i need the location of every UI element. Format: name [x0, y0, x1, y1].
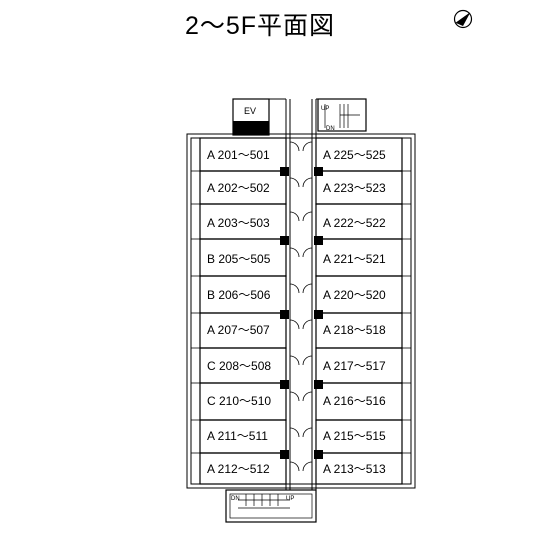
stairs-bottom-dn: DN: [231, 496, 240, 502]
unit-label: C 210～510: [207, 394, 271, 408]
unit-label: A 216～516: [323, 394, 386, 408]
unit-label: A 201～501: [207, 148, 270, 162]
right-units: A 225～525 A 223～523 A 222～522 A 221～521 …: [315, 137, 403, 485]
corridor: [269, 98, 318, 490]
unit-label: B 206～506: [207, 288, 271, 302]
unit-box: [315, 452, 403, 485]
stairs-bottom: DN UP: [225, 489, 317, 523]
unit-label: A 203～503: [207, 216, 270, 230]
unit-label: A 202～502: [207, 181, 270, 195]
unit-box: [199, 452, 287, 485]
unit-label: A 222～522: [323, 216, 386, 230]
unit-label: B 205～505: [207, 252, 271, 266]
door-swings: [289, 141, 313, 472]
left-units: A 201～501 A 202～502 A 203～503 B 205～505 …: [199, 137, 287, 485]
stairs-top: UP DN: [317, 98, 367, 132]
unit-label: A 218～518: [323, 323, 386, 337]
unit-label: A 215～515: [323, 429, 386, 443]
stairs-bottom-up: UP: [286, 496, 294, 502]
unit-label: A 221～521: [323, 252, 386, 266]
unit-label: A 220～520: [323, 288, 386, 302]
elevator-label: EV: [244, 106, 256, 116]
unit-label: A 225～525: [323, 148, 386, 162]
elevator-core: EV: [232, 98, 270, 136]
unit-label: A 213～513: [323, 462, 386, 476]
north-compass-icon: [453, 9, 473, 29]
balcony-lines: [191, 170, 411, 454]
stairs-top-dn: DN: [326, 126, 335, 132]
unit-label: A 207～507: [207, 323, 270, 337]
page-title: 2～5F平面図: [0, 6, 560, 42]
page-title-text: 2～5F平面図: [184, 12, 336, 40]
unit-label: A 212～512: [207, 462, 270, 476]
unit-label: A 223～523: [323, 181, 386, 195]
pillars: [280, 167, 323, 459]
unit-label: C 208～508: [207, 359, 271, 373]
stairs-top-up: UP: [321, 106, 329, 112]
unit-label: A 217～517: [323, 359, 386, 373]
unit-label: A 211～511: [207, 429, 268, 443]
